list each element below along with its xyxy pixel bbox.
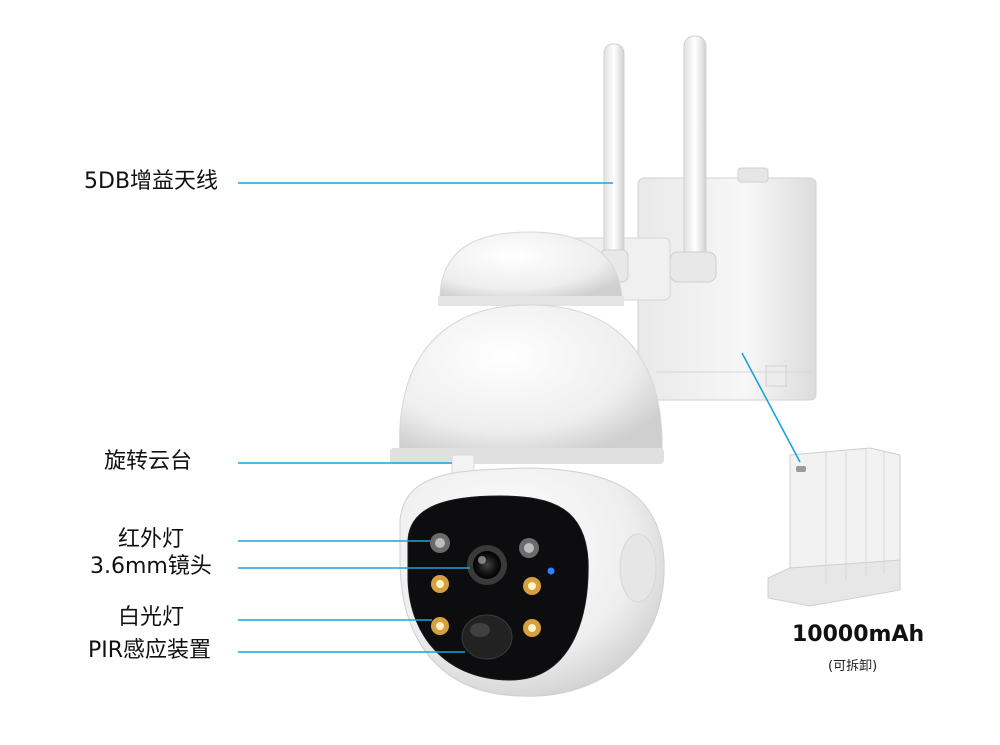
antenna-right [669, 35, 717, 283]
label-infrared: 红外灯 [118, 527, 185, 552]
leader-lines [238, 182, 801, 653]
label-lens: 3.6mm镜头 [90, 554, 212, 579]
dome-body [390, 304, 664, 496]
white-led-1 [431, 575, 449, 593]
status-led [547, 567, 555, 575]
battery-capacity: 10000mAh [792, 622, 925, 647]
white-led-2 [523, 577, 541, 595]
dome-top [438, 231, 624, 306]
white-led-4 [523, 619, 541, 637]
white-led-3 [431, 617, 449, 635]
battery-note: (可拆卸) [828, 659, 878, 674]
label-antenna: 5DB增益天线 [84, 169, 219, 194]
label-pan-tilt: 旋转云台 [104, 449, 193, 474]
battery-pack [767, 447, 901, 607]
label-white-light: 白光灯 [118, 605, 185, 630]
label-pir: PIR感应装置 [88, 638, 212, 663]
main-lens [467, 545, 507, 585]
mount-box [637, 167, 817, 401]
antenna-left [599, 43, 629, 283]
pir-sensor [461, 614, 513, 660]
leader-battery [741, 352, 801, 463]
ir-led-left [430, 533, 450, 553]
ir-led-right [519, 538, 539, 558]
